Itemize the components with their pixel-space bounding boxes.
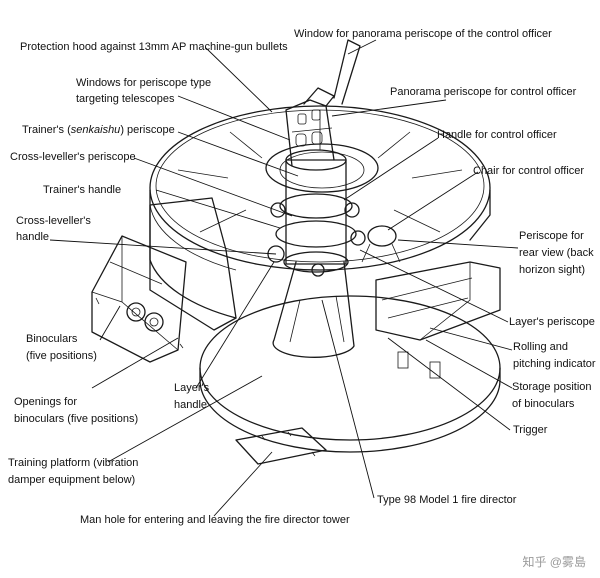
label-cross-leveller-handle-line2: handle [16,231,50,243]
label-trigger: Trigger [513,424,548,436]
panorama-periscope-head [285,39,361,167]
label-protection-hood: Protection hood against 13mm AP machine-… [20,41,288,53]
leader-lines [49,39,519,517]
label-layer-periscope: Layer's periscope [509,316,595,328]
side-boxes [149,197,501,379]
label-windows-periscope-line1: Windows for periscope type [76,77,212,89]
label-layer-handle-line2: handle [174,399,208,411]
director-column [267,149,401,277]
label-cross-leveller-periscope: Cross-leveller's periscope [10,151,136,163]
label-cross-leveller-handle-line1: Cross-leveller's [16,215,91,227]
label-handle-control: Handle for control officer [437,129,557,141]
label-openings-line1: Openings for [14,396,77,408]
label-training-platform-line2: damper equipment below) [8,474,136,486]
label-binoculars-line1: Binoculars [26,333,78,345]
director-cone [272,261,355,358]
label-man-hole: Man hole for entering and leaving the fi… [80,514,350,526]
label-rear-periscope-line3: horizon sight) [519,264,586,276]
label-trainer-periscope-pre: Trainer's ( [22,124,71,136]
label-openings-line2: binoculars (five positions) [14,413,139,425]
label-layer-handle-line1: Layer's [174,382,210,394]
label-windows-periscope-line2: targeting telescopes [76,93,175,105]
label-chair-control: Chair for control officer [473,165,585,177]
label-trainer-handle: Trainer's handle [43,184,122,196]
binoculars-bracket [91,235,187,363]
label-rear-periscope-line1: Periscope for [519,230,584,242]
label-trainer-periscope-post: ) periscope [120,124,175,136]
label-trainer-periscope-em: senkaishu [70,124,121,136]
label-rear-periscope-line2: rear view (back [519,247,594,259]
label-binoculars-line2: (five positions) [26,350,97,362]
label-rolling-line1: Rolling and [513,341,569,353]
label-panorama-periscope: Panorama periscope for control officer [390,86,577,98]
label-storage-line1: Storage position [512,381,592,393]
label-trainer-periscope: Trainer's (senkaishu) periscope [22,123,175,138]
training-platform [199,295,501,453]
watermark: 知乎 @雾島 [522,555,586,569]
label-window-panorama: Window for panorama periscope of the con… [294,28,552,40]
label-storage-line2: of binoculars [512,398,575,410]
label-training-platform-line1: Training platform (vibration [8,457,139,469]
label-fire-director: Type 98 Model 1 fire director [377,494,517,506]
man-hole-hatch [235,427,327,465]
protection-hood [149,105,491,319]
label-rolling-line2: pitching indicator [513,358,596,370]
